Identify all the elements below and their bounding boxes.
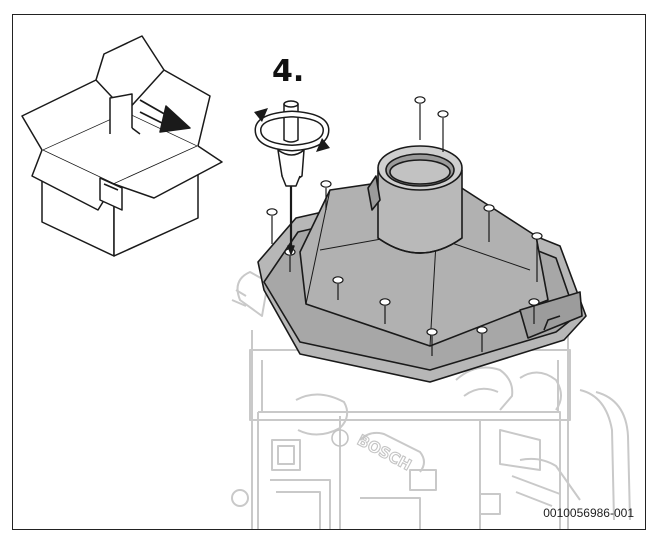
screw-icon: [266, 208, 278, 244]
screw-icon: [414, 96, 426, 140]
screw-icon: [332, 276, 344, 300]
box-icon: [21, 35, 223, 257]
screw-icon: [476, 326, 488, 352]
screw-icon: [437, 110, 449, 152]
brand-logo-icon: [331, 429, 349, 447]
screw-icon: [483, 204, 495, 242]
screw-icon: [531, 232, 543, 282]
screw-icon: [426, 328, 438, 356]
rotate-arrow-icon: [254, 108, 330, 152]
document-id: 0010056986-001: [543, 506, 634, 520]
appliance-body: [231, 271, 631, 529]
brand-text: BOSCH: [354, 431, 414, 474]
step-number: 4.: [272, 54, 305, 89]
screw-icon: [379, 298, 391, 324]
screw-icon: [320, 180, 332, 210]
screw-icon: [528, 298, 540, 324]
flue-cover: [257, 145, 587, 383]
